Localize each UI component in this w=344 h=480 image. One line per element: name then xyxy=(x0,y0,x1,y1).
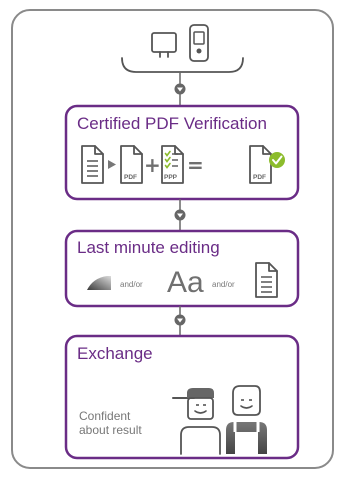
source-document-icon xyxy=(81,145,104,184)
pdf-doc-label: PDF xyxy=(124,174,137,181)
connector-arrow xyxy=(174,199,186,231)
exchange-caption-line-2: about result xyxy=(79,423,142,437)
verified-pdf-icon xyxy=(249,145,285,184)
exchange-title: Exchange xyxy=(77,344,153,363)
arrow-right-icon xyxy=(108,160,116,169)
verification-title: Certified PDF Verification xyxy=(77,114,267,133)
exchange-caption-line-1: Confident xyxy=(79,409,131,423)
connector-arrow xyxy=(174,72,186,106)
font-glyph: Aa xyxy=(167,266,204,299)
editing-box xyxy=(64,229,300,308)
and-or-label: and/or xyxy=(120,280,143,289)
gradient-shape-icon xyxy=(87,276,111,290)
verified-pdf-label: PDF xyxy=(253,174,266,181)
ppp-doc-label: PPP xyxy=(164,174,178,181)
outer-frame xyxy=(11,9,334,469)
edited-document-icon xyxy=(255,262,278,298)
person-icon xyxy=(226,385,267,454)
equals-sign: = xyxy=(187,153,204,177)
devices-bracket xyxy=(121,57,244,73)
connector-arrow xyxy=(174,306,186,336)
devices-icon xyxy=(151,24,209,62)
pdf-document-icon xyxy=(120,145,143,184)
checklist-document-icon xyxy=(161,145,184,184)
plus-sign: + xyxy=(144,153,161,177)
and-or-label: and/or xyxy=(212,280,235,289)
editing-title: Last minute editing xyxy=(77,238,220,257)
person-icon xyxy=(172,388,221,455)
